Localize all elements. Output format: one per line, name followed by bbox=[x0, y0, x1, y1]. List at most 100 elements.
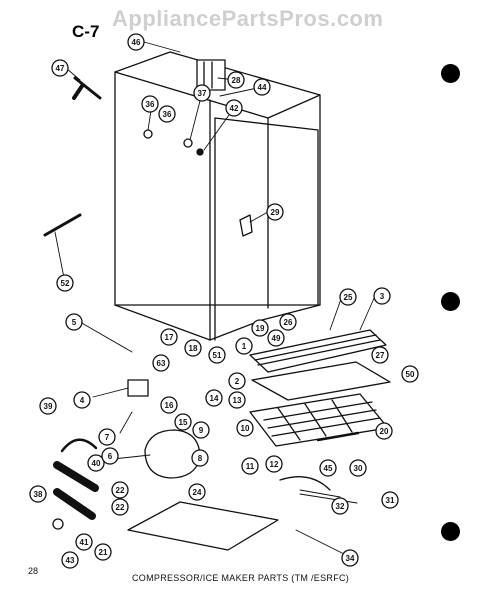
callout-25: 25 bbox=[339, 288, 357, 306]
callout-45: 45 bbox=[319, 459, 337, 477]
callout-circle bbox=[331, 497, 349, 515]
callout-circle bbox=[349, 459, 367, 477]
callout-circle bbox=[339, 288, 357, 306]
callout-34: 34 bbox=[341, 549, 359, 567]
callout-number: 43 bbox=[66, 556, 75, 565]
callout-circle bbox=[87, 454, 105, 472]
callout-circle bbox=[98, 428, 116, 446]
callout-22: 22 bbox=[111, 481, 129, 499]
callout-circle bbox=[241, 457, 259, 475]
callout-50: 50 bbox=[401, 365, 419, 383]
callout-31: 31 bbox=[381, 491, 399, 509]
callout-number: 22 bbox=[116, 486, 125, 495]
callout-9: 9 bbox=[192, 421, 210, 439]
callout-number: 14 bbox=[210, 394, 219, 403]
callout-circle bbox=[111, 498, 129, 516]
callout-number: 46 bbox=[132, 38, 141, 47]
callout-6: 6 bbox=[101, 447, 119, 465]
callout-number: 10 bbox=[241, 424, 250, 433]
left-loose-parts bbox=[43, 76, 102, 453]
callout-30: 30 bbox=[349, 459, 367, 477]
callout-number: 17 bbox=[165, 333, 174, 342]
callout-circle bbox=[127, 33, 145, 51]
callout-2: 2 bbox=[228, 372, 246, 390]
callout-number: 24 bbox=[193, 488, 202, 497]
callout-1: 1 bbox=[235, 337, 253, 355]
callout-number: 5 bbox=[72, 318, 77, 327]
callout-circle bbox=[371, 346, 389, 364]
callout-number: 1 bbox=[242, 342, 247, 351]
callout-number: 13 bbox=[233, 396, 242, 405]
callout-number: 32 bbox=[336, 502, 345, 511]
callout-20: 20 bbox=[375, 422, 393, 440]
callout-circle bbox=[192, 421, 210, 439]
callout-number: 41 bbox=[80, 538, 89, 547]
callout-29: 29 bbox=[266, 203, 284, 221]
callout-circle bbox=[208, 346, 226, 364]
callout-10: 10 bbox=[236, 419, 254, 437]
binder-hole-bottom bbox=[441, 522, 460, 541]
callout-number: 49 bbox=[272, 334, 281, 343]
callout-circle bbox=[236, 419, 254, 437]
callout-circle bbox=[227, 71, 245, 89]
callout-4: 4 bbox=[73, 391, 91, 409]
ice-maker-assembly bbox=[249, 329, 391, 491]
callout-circle bbox=[184, 339, 202, 357]
callout-number: 28 bbox=[232, 76, 241, 85]
callout-37: 37 bbox=[193, 84, 211, 102]
callout-circle bbox=[266, 203, 284, 221]
callout-number: 45 bbox=[324, 464, 333, 473]
callout-49: 49 bbox=[267, 329, 285, 347]
callout-circle bbox=[193, 84, 211, 102]
callout-circle bbox=[228, 372, 246, 390]
callout-number: 42 bbox=[230, 104, 239, 113]
binder-hole-top bbox=[441, 64, 460, 83]
callout-46: 46 bbox=[127, 33, 145, 51]
callout-18: 18 bbox=[184, 339, 202, 357]
callout-3: 3 bbox=[373, 287, 391, 305]
callout-number: 39 bbox=[44, 402, 53, 411]
page-number: 28 bbox=[28, 566, 39, 576]
callout-number: 50 bbox=[406, 370, 415, 379]
callout-circle bbox=[375, 422, 393, 440]
callout-circle bbox=[160, 328, 178, 346]
callout-number: 36 bbox=[146, 100, 155, 109]
callout-22: 22 bbox=[111, 498, 129, 516]
callout-circle bbox=[94, 543, 112, 561]
callout-number: 16 bbox=[165, 401, 174, 410]
callout-number: 19 bbox=[256, 324, 265, 333]
callout-circle bbox=[101, 447, 119, 465]
callout-number: 6 bbox=[108, 452, 113, 461]
callout-number: 2 bbox=[235, 377, 240, 386]
callout-circle bbox=[188, 483, 206, 501]
callout-7: 7 bbox=[98, 428, 116, 446]
callout-number: 38 bbox=[34, 490, 43, 499]
callout-circle bbox=[111, 481, 129, 499]
callout-circle bbox=[205, 389, 223, 407]
callout-number: 63 bbox=[157, 359, 166, 368]
callout-36: 36 bbox=[141, 95, 159, 113]
callout-circle bbox=[160, 396, 178, 414]
callout-52: 52 bbox=[56, 274, 74, 292]
callout-circle bbox=[381, 491, 399, 509]
callout-number: 51 bbox=[213, 351, 222, 360]
callout-number: 11 bbox=[246, 462, 255, 471]
callout-number: 31 bbox=[386, 496, 395, 505]
callout-63: 63 bbox=[152, 354, 170, 372]
callout-number: 34 bbox=[346, 554, 355, 563]
callout-circle bbox=[373, 287, 391, 305]
callout-24: 24 bbox=[188, 483, 206, 501]
callout-number: 4 bbox=[80, 396, 85, 405]
callout-21: 21 bbox=[94, 543, 112, 561]
callout-circle bbox=[141, 95, 159, 113]
callout-number: 7 bbox=[105, 433, 110, 442]
callout-19: 19 bbox=[251, 319, 269, 337]
callout-15: 15 bbox=[174, 413, 192, 431]
callout-circle bbox=[39, 397, 57, 415]
callout-number: 30 bbox=[354, 464, 363, 473]
callout-number: 20 bbox=[380, 427, 389, 436]
section-code: C-7 bbox=[72, 22, 100, 41]
